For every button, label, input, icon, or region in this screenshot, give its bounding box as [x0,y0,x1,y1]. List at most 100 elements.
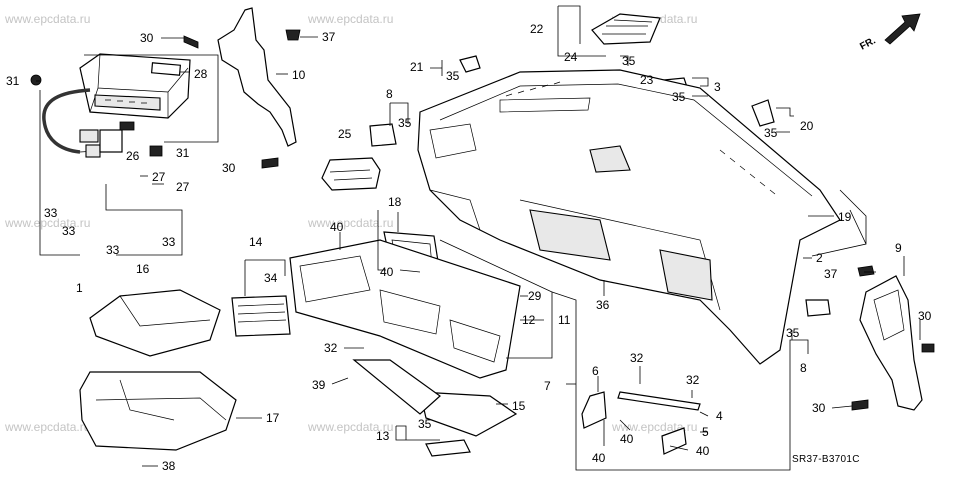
airbag-module-drawing [79,53,191,119]
column-cover-upper-drawing [89,289,221,357]
callout-13: 13 [376,429,390,443]
callout-31-a: 31 [6,74,20,88]
bracket-6-drawing [581,391,607,429]
callout-30-c: 30 [918,309,932,323]
screw-30-bottom [851,399,869,411]
callout-33-a: 33 [44,206,58,220]
callout-28: 28 [194,67,208,81]
leader-lines [36,5,921,471]
undercover-small-drawing [352,359,441,415]
callout-35-d: 35 [398,116,412,130]
callout-40-a: 40 [330,220,344,234]
direction-label: FR. [858,35,878,52]
callout-labels: 30 37 22 31 28 10 24 35 23 21 35 3 35 8 … [6,22,932,473]
screw-30-top [183,35,199,49]
front-direction-arrow-icon: FR. [858,13,921,53]
callout-6: 6 [592,364,599,378]
callout-20: 20 [800,119,814,133]
bracket-20-drawing [751,99,775,127]
callout-32-a: 32 [324,341,338,355]
callout-35-f: 35 [786,326,800,340]
callout-30-a: 30 [140,31,154,45]
callout-31-b: 31 [176,146,190,160]
instrument-panel-drawing [417,69,841,365]
watermark-text: www.epcdata.ru [307,216,393,230]
diagram-code: SR37-B3701C [792,454,860,465]
watermark-text: www.epcdata.ru [4,420,90,434]
undercover-15-drawing [419,391,518,437]
grille-14-drawing [231,295,291,337]
callout-11: 11 [558,313,571,327]
callout-5: 5 [702,425,709,439]
callout-35-g: 35 [418,417,432,431]
wire-harness-drawing [30,74,163,158]
callout-2: 2 [816,251,823,265]
callout-23: 23 [640,73,654,87]
callout-29: 29 [528,289,542,303]
air-duct-drawing [321,157,381,191]
callout-27-a: 27 [152,170,166,184]
watermark-text: www.epcdata.ru [4,216,90,230]
watermark-text: www.epcdata.ru [307,420,393,434]
vent-8-right-drawing [805,299,831,317]
callout-17: 17 [266,411,280,425]
screw-30-right [921,343,935,353]
callout-26: 26 [126,149,140,163]
callout-38: 38 [162,459,176,473]
clip-21-drawing [459,55,481,73]
callout-16: 16 [136,262,150,276]
callout-12: 12 [522,313,536,327]
callout-3: 3 [714,80,721,94]
callout-35-b: 35 [446,69,460,83]
callout-37-a: 37 [322,30,336,44]
callout-33-b: 33 [62,224,76,238]
center-garnish-drawing [289,239,521,379]
callout-1: 1 [76,281,83,295]
screw-30-mid [261,157,279,169]
callout-10: 10 [292,68,306,82]
callout-25: 25 [338,127,352,141]
callout-15: 15 [512,399,526,413]
callout-30-d: 30 [812,401,826,415]
column-cover-lower-drawing [79,371,237,451]
callout-18: 18 [388,195,402,209]
callout-21: 21 [410,60,424,74]
watermark-text: www.epcdata.ru [307,12,393,26]
clip-13-drawing [425,439,471,457]
callout-8-b: 8 [800,361,807,375]
callout-24: 24 [564,50,578,64]
bracket-drawing [217,7,297,147]
callout-4: 4 [716,409,723,423]
callout-37-b: 37 [824,267,838,281]
callout-35-e: 35 [764,126,778,140]
callout-30-b: 30 [222,161,236,175]
speaker-grille-drawing [591,13,661,45]
callout-40-d: 40 [592,451,606,465]
bolt-37-top [285,29,301,41]
callout-40-b: 40 [380,265,394,279]
callout-33-d: 33 [162,235,176,249]
callout-35-a: 35 [622,54,636,68]
part-drawings [30,7,935,457]
bracket-5-drawing [661,427,687,455]
callout-33-c: 33 [106,243,120,257]
callout-32-c: 32 [686,373,700,387]
screw-37-right [857,265,875,277]
callout-7: 7 [544,379,551,393]
callout-22: 22 [530,22,544,36]
callout-39: 39 [312,378,326,392]
callout-40-e: 40 [696,444,710,458]
bracket-4-drawing [617,391,701,411]
callout-9: 9 [895,241,902,255]
callout-36: 36 [596,298,610,312]
vent-8-drawing [369,123,397,147]
callout-32-b: 32 [630,351,644,365]
callout-35-c: 35 [672,90,686,104]
callout-40-c: 40 [620,432,634,446]
callout-14: 14 [249,235,263,249]
callout-8-a: 8 [386,87,393,101]
side-bracket-9-drawing [859,275,923,411]
callout-19: 19 [838,210,852,224]
callout-27-b: 27 [176,180,190,194]
